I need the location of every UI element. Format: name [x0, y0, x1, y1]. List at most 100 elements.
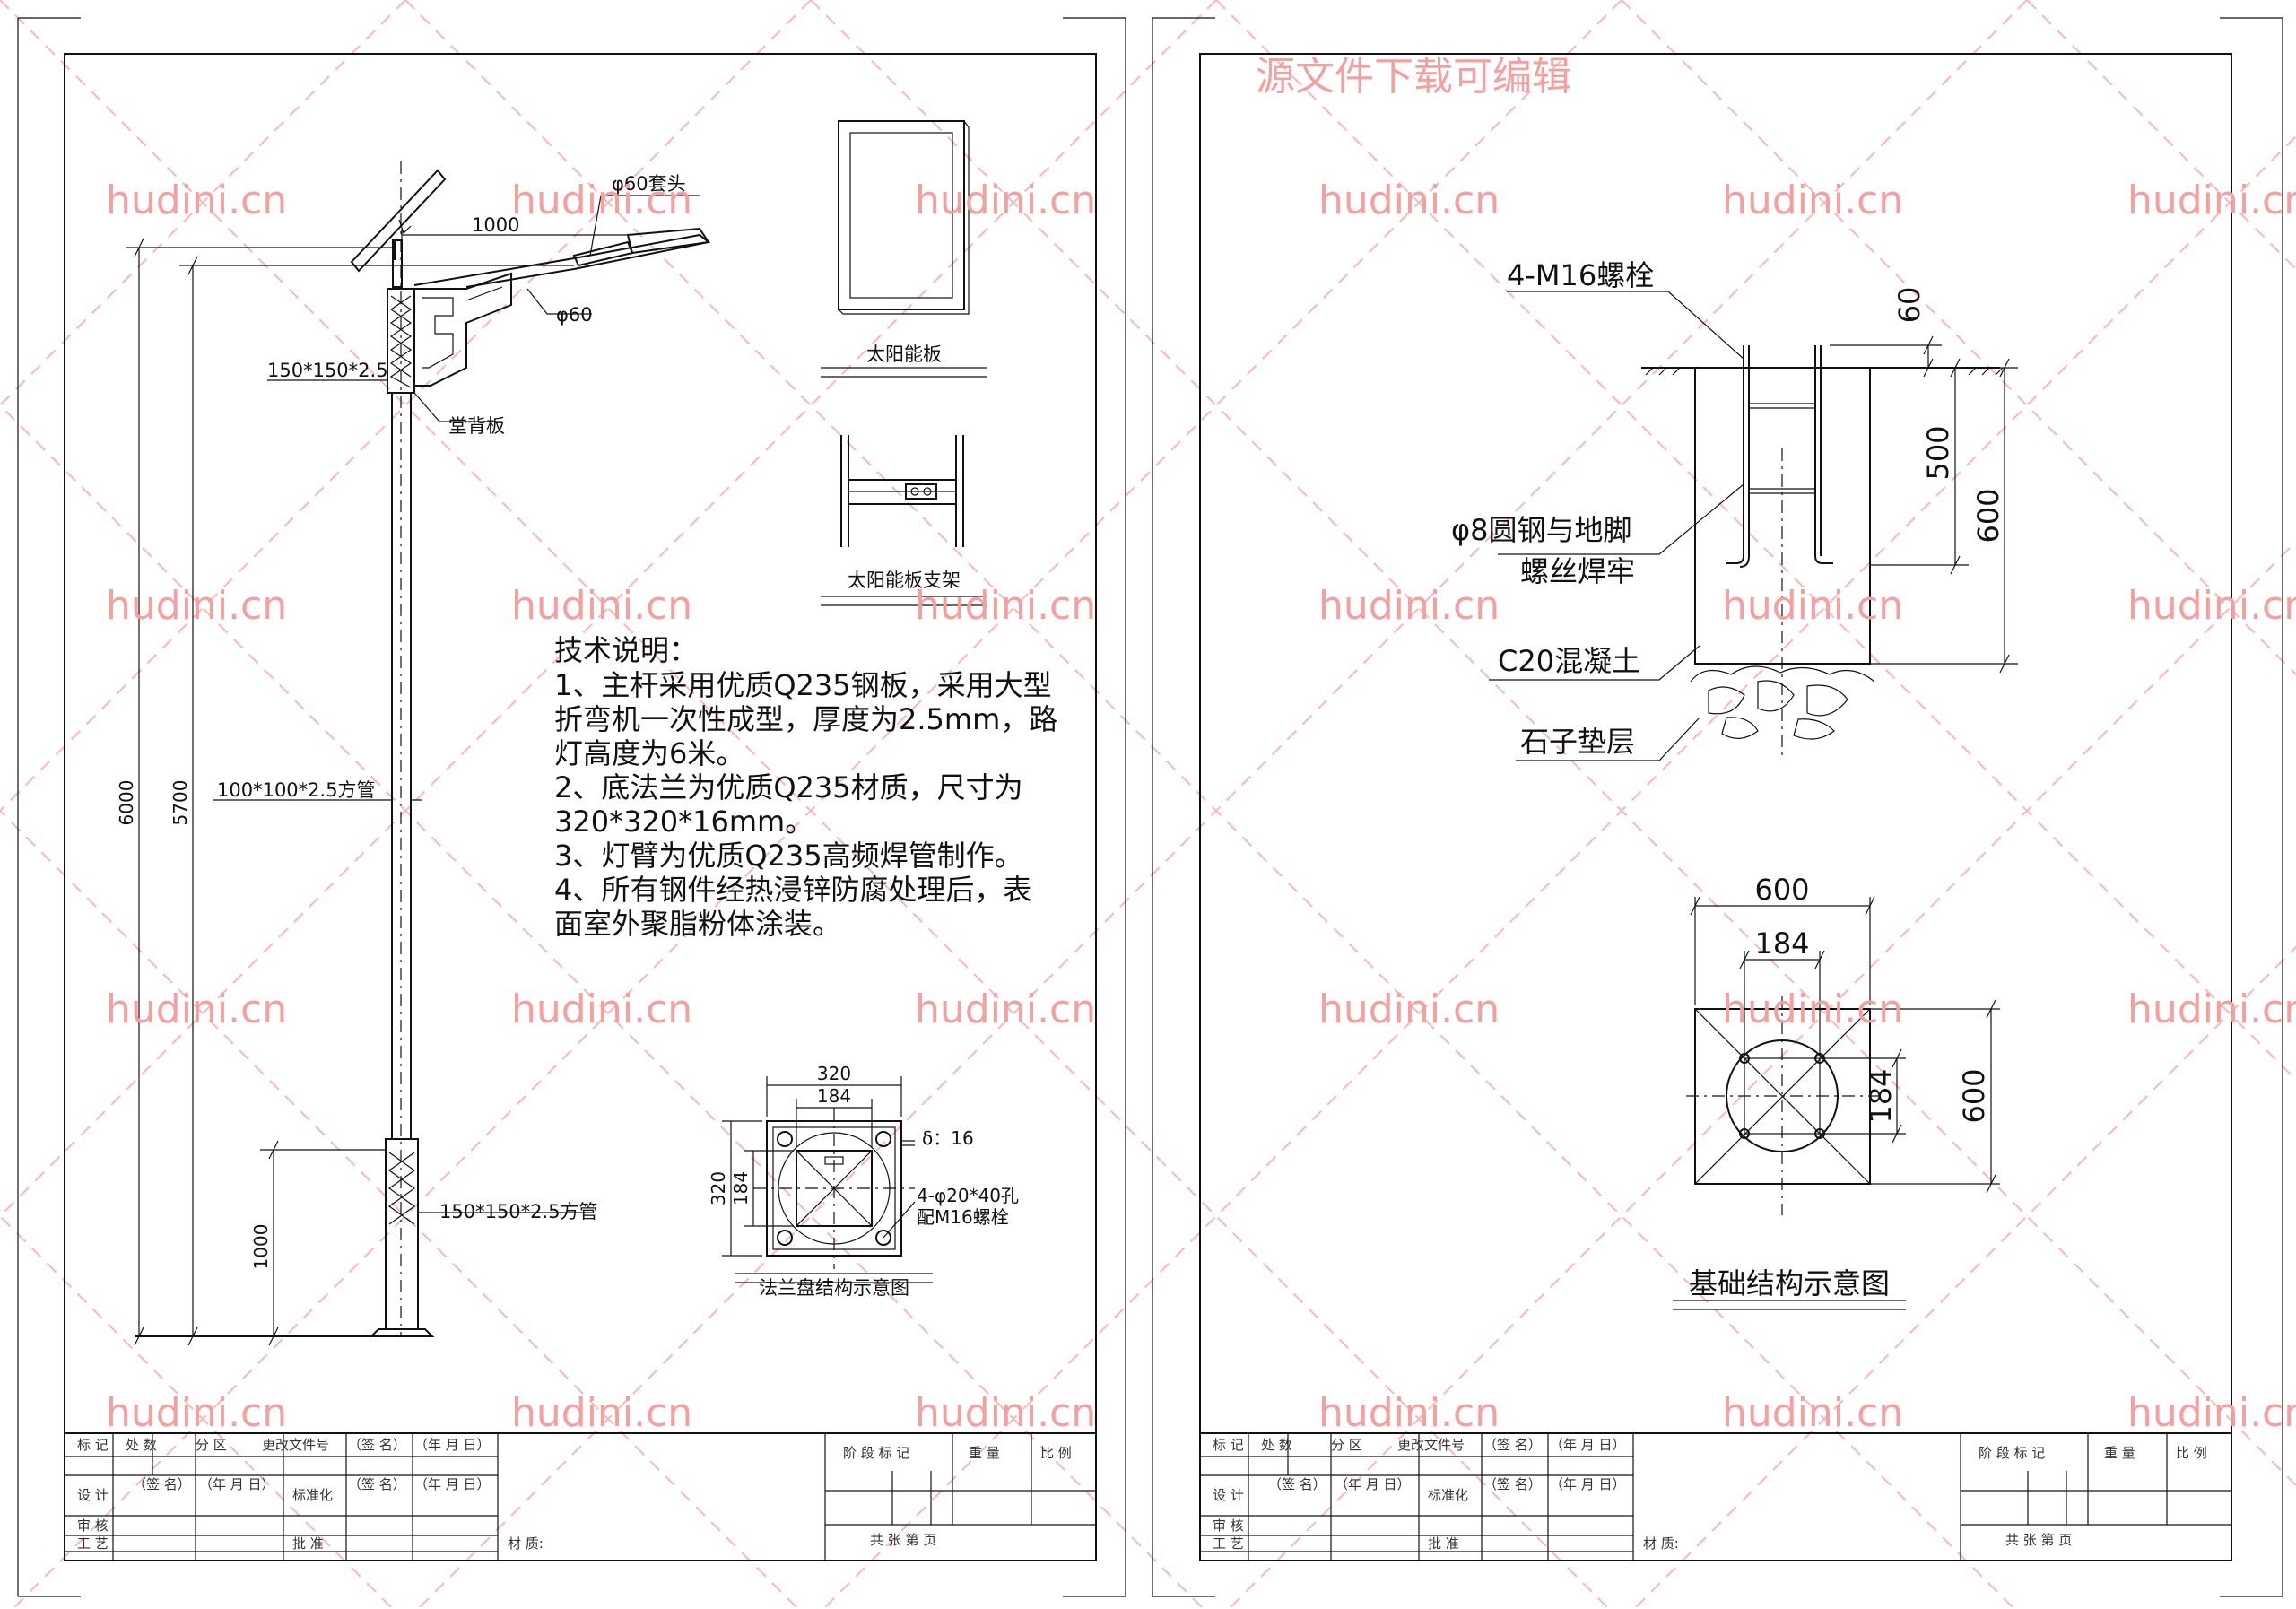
tb-material: 材 质: [1643, 1535, 1679, 1552]
tb-zone: 分 区 [1331, 1437, 1362, 1453]
tb-date: （年 月 日） [1550, 1437, 1626, 1453]
flange-height-inner: 184 [730, 1171, 752, 1205]
watermark-line [1228, 540, 2296, 1609]
tb-sign: （签 名） [348, 1437, 406, 1453]
watermark-line [1621, 0, 2296, 676]
watermark-line [810, 0, 2296, 1487]
solar-panel-caption: 太阳能板 [866, 344, 942, 365]
height-base-label: 1000 [250, 1224, 272, 1270]
watermark-text: hudini.cn [915, 178, 1096, 223]
depth-60-label: 60 [1892, 287, 1926, 324]
watermark-header: 源文件下载可编辑 [1256, 54, 1571, 100]
tech-note-line: 1、主杆采用优质Q235钢板，采用大型 [554, 668, 1052, 702]
tb-sign: （签 名） [1483, 1437, 1542, 1453]
plan-width-inner: 184 [1754, 926, 1809, 961]
tb-process: 工 艺 [77, 1535, 109, 1552]
watermark-text: hudini.cn [2127, 583, 2296, 629]
concrete-label: C20混凝土 [1498, 644, 1640, 678]
watermark-text: hudini.cn [1722, 987, 1903, 1032]
flange-thickness-label: δ：16 [922, 1127, 974, 1149]
tech-note-line: 折弯机一次性成型，厚度为2.5mm，路 [554, 702, 1057, 736]
anchor-bolts-label: 4-M16螺栓 [1507, 258, 1654, 292]
tb-weight: 重 量 [969, 1445, 1000, 1461]
plan-height-outer: 600 [1957, 1068, 1991, 1123]
depth-500-label: 500 [1921, 425, 1955, 480]
tb-sheets: 共 张 第 页 [2005, 1532, 2072, 1548]
watermark-text: hudini.cn [915, 987, 1096, 1032]
watermark-text: hudini.cn [1722, 583, 1903, 629]
tb-count: 处 数 [126, 1437, 157, 1453]
watermark-line [2026, 0, 2296, 271]
watermark-text: hudini.cn [1722, 178, 1903, 223]
plan-height-inner: 184 [1864, 1068, 1898, 1123]
watermark-text: hudini.cn [1722, 1390, 1903, 1436]
box-size-label: 150*150*2.5 [267, 360, 388, 381]
watermark-text: hudini.cn [106, 583, 287, 629]
arm-diameter-label: φ60 [556, 304, 593, 326]
watermark-text: hudini.cn [1318, 583, 1500, 629]
tb-approve: 批 准 [292, 1535, 324, 1552]
tb-design: 设 计 [1213, 1487, 1244, 1503]
watermark-text: hudini.cn [1318, 178, 1500, 223]
flange-detail: 320 184 320 184 δ：16 4-φ20*40孔 配M16螺栓 法兰… [708, 1063, 1019, 1299]
tb-sign-2: （签 名） [1268, 1476, 1326, 1492]
flange-holes-label: 4-φ20*40孔 [917, 1185, 1019, 1206]
tb-change-doc: 更改文件号 [262, 1437, 329, 1453]
tb-process: 工 艺 [1213, 1535, 1244, 1552]
back-plate-label: 堂背板 [448, 415, 505, 437]
tech-note-line: 2、底法兰为优质Q235材质，尺寸为 [554, 770, 1023, 804]
tb-sign-2: （签 名） [133, 1476, 191, 1492]
tb-stage: 阶 段 标 记 [843, 1445, 909, 1461]
left-sheet-border [17, 17, 1126, 1597]
tb-weight: 重 量 [2104, 1445, 2135, 1461]
tb-stage: 阶 段 标 记 [1979, 1445, 2045, 1461]
watermark-line [12, 0, 1622, 1609]
tb-date-2: （年 月 日） [1335, 1476, 1411, 1492]
depth-600-label: 600 [1971, 488, 2005, 543]
watermark-line [822, 135, 2296, 1609]
watermark-line [1215, 0, 2296, 1082]
solar-bracket-detail: 太阳能板支架 [821, 435, 987, 606]
flange-width-inner: 184 [817, 1085, 851, 1107]
foundation-plan: 600 184 184 600 基础结构示意图 [1673, 873, 2000, 1310]
rebar-label-2: 螺丝焊牢 [1520, 554, 1635, 588]
watermark-layer: 源文件下载可编辑 hudini.cn hudini.cn hudini.cn hudi… [106, 54, 2296, 1436]
tb-zone: 分 区 [196, 1437, 227, 1453]
tb-mark: 标 记 [1213, 1437, 1244, 1453]
tb-standard: 标准化 [1428, 1487, 1468, 1503]
height-total-label: 6000 [116, 780, 137, 826]
watermark-text: hudini.cn [511, 178, 692, 223]
watermark-line [0, 1214, 394, 1609]
tech-note-line: 灯高度为6米。 [554, 736, 744, 770]
tb-review: 审 核 [1213, 1518, 1244, 1534]
socket-label: φ60套头 [612, 173, 686, 195]
tb-sign-3: （签 名） [1483, 1476, 1542, 1492]
tb-count: 处 数 [1261, 1437, 1292, 1453]
tb-change-doc: 更改文件号 [1397, 1437, 1465, 1453]
watermark-line [1633, 945, 2296, 1609]
lamp-labels: φ60套头 1000 φ60 150*150*2.5 堂背板 100*100*2… [116, 173, 686, 1269]
tb-standard: 标准化 [292, 1487, 333, 1503]
tb-date: （年 月 日） [414, 1437, 491, 1453]
watermark-line [0, 404, 1205, 1609]
arm-length-label: 1000 [472, 214, 519, 236]
watermark-text: hudini.cn [915, 1390, 1096, 1436]
tech-note-line: 面室外聚脂粉体涂装。 [554, 907, 841, 941]
watermark-text: hudini.cn [2127, 1390, 2296, 1436]
watermark-line [0, 0, 406, 407]
watermark-text: hudini.cn [511, 987, 692, 1032]
foundation-section: 4-M16螺栓 60 500 600 φ8圆钢与地脚 螺丝焊牢 C20混凝土 石… [1451, 258, 2018, 761]
height-main-label: 5700 [170, 780, 191, 826]
watermark-line [0, 809, 799, 1609]
right-sheet-border [1152, 17, 2283, 1597]
lamp-elevation [126, 161, 711, 1346]
base-size-label: 150*150*2.5方管 [439, 1201, 598, 1222]
solar-bracket-caption: 太阳能板支架 [848, 570, 961, 591]
watermark-line [0, 0, 1610, 1609]
tb-material: 材 质: [508, 1535, 544, 1552]
watermark-text: hudini.cn [915, 583, 1096, 629]
tb-scale: 比 例 [2176, 1445, 2207, 1461]
tech-notes: 技术说明： 1、主杆采用优质Q235钢板，采用大型 折弯机一次性成型，厚度为2.… [554, 633, 1057, 941]
watermark-line [417, 0, 2028, 1609]
